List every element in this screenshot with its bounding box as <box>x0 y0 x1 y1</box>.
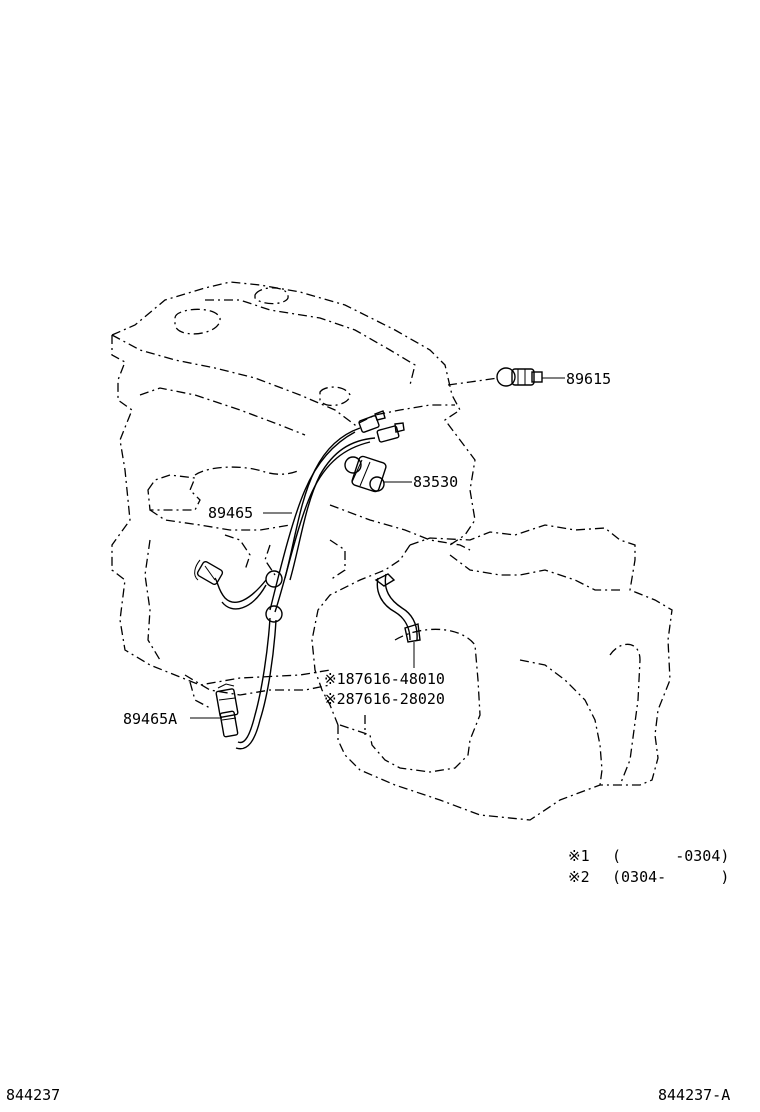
note-1-range: ( -0304) <box>612 847 729 865</box>
part-number-83530: 83530 <box>413 473 458 491</box>
part-number-87616-2: ※287616-28020 <box>324 690 445 708</box>
oil-pressure-switch-icon <box>344 455 387 493</box>
part-number-87616-1: ※187616-48010 <box>324 670 445 688</box>
oxygen-sensor-harness-icon <box>194 410 405 623</box>
note-2-range: (0304- ) <box>612 868 729 886</box>
figure-code-left: 844237 <box>6 1086 60 1104</box>
part-number-89465: 89465 <box>208 504 253 522</box>
engine-block-outline <box>111 281 476 709</box>
transaxle-outline <box>311 524 673 821</box>
figure-code-right: 844237-A <box>658 1086 730 1104</box>
part-number-89465A: 89465A <box>123 710 177 728</box>
part-number-89615: 89615 <box>566 370 611 388</box>
note-2-mark: ※2 <box>568 868 590 886</box>
lower-oxygen-sensor-icon <box>215 617 277 750</box>
knock-sensor-icon <box>447 367 543 387</box>
harness-clamp-icon <box>374 573 421 643</box>
note-1-mark: ※1 <box>568 847 590 865</box>
